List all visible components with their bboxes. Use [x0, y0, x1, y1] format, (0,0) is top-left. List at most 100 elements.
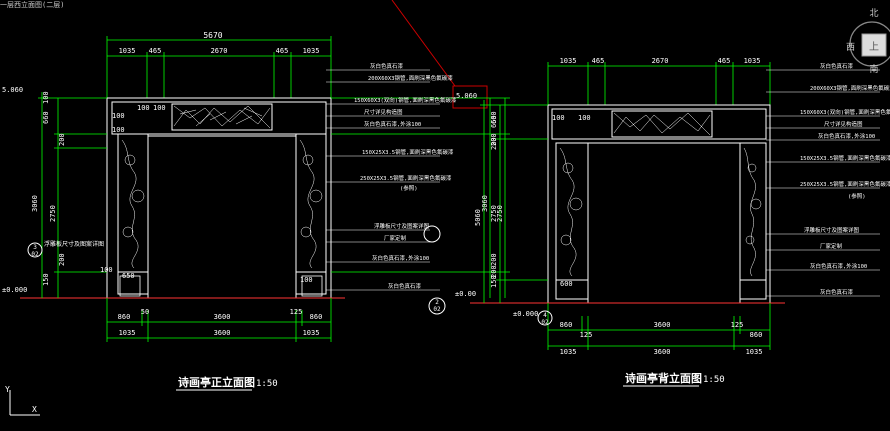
rear-bottom-dim-6: 1035 — [560, 348, 577, 356]
front-left-note: 浮雕板尺寸及图案详图 — [44, 240, 104, 248]
rear-note-11: 灰白色真石漆,外涂100 — [810, 262, 867, 270]
rear-bottom-dim-labels: 860 125 3600 125 860 1035 3600 1035 — [560, 321, 763, 356]
rear-top-dim-2: 465 — [592, 57, 605, 65]
viewcube-top-label[interactable]: 上 — [869, 41, 879, 53]
rear-bottom-dim-5: 860 — [750, 331, 763, 339]
front-note-5: 灰白色真石漆,外涂100 — [364, 120, 421, 128]
front-plinths — [119, 275, 323, 297]
top-dimension-lines — [106, 36, 332, 98]
front-bottom-dim-8: 1035 — [303, 329, 320, 337]
rear-note-9: 浮雕板尺寸及图案详图 — [804, 226, 860, 234]
ucs-x-label: X — [32, 405, 37, 414]
front-left-dim-9: 200 — [58, 253, 66, 266]
rear-note-5: 灰白色真石漆,外涂100 — [818, 132, 875, 140]
front-bottom-dim-7: 3600 — [214, 329, 231, 337]
front-top-segment-labels: 1035 465 2670 465 1035 — [119, 47, 320, 55]
front-inner-dim-labels: 100 100 100 650 100 — [112, 104, 313, 284]
front-inner-dim-1: 100 — [112, 126, 125, 134]
rear-annotation-leaders — [766, 69, 880, 297]
front-ground-elevation: ±0.000 — [2, 286, 27, 294]
front-bottom-dim-2: 50 — [141, 308, 149, 316]
ucs-y-label: Y — [5, 385, 10, 394]
front-right-dim-1: 660 — [490, 111, 498, 124]
viewcube-west[interactable]: 西 — [846, 42, 855, 53]
front-note-4: 尺寸详见构造图 — [364, 108, 403, 116]
rear-top-elevation: 5.060 — [456, 92, 477, 100]
front-bottom-dim-3: 3600 — [214, 313, 231, 321]
viewcube-top-face[interactable] — [861, 33, 887, 57]
front-note-11: 灰白色真石漆,外涂100 — [372, 254, 429, 262]
front-elevation-drawing — [20, 36, 510, 342]
front-left-dim-4: 200 — [58, 133, 66, 146]
front-left-dim-labels: 100 660 100 200 3060 2750 150 100 200 — [31, 91, 125, 286]
front-right-ground-elevation: ±0.00 — [455, 290, 476, 298]
front-inner-dim-4: 650 — [122, 272, 135, 280]
front-right-dim-6: 150 — [490, 275, 498, 288]
front-right-dim-5: 200 — [490, 253, 498, 266]
front-note-9: 浮雕板尺寸及图案详图 — [374, 222, 430, 230]
front-right-dim-lines — [331, 97, 510, 298]
rear-top-dim-1: 1035 — [560, 57, 577, 65]
rear-inner-dim-2: 600 — [560, 280, 573, 288]
front-relief-carvings — [121, 139, 323, 269]
viewcube[interactable]: 北 西 上 南 — [842, 4, 890, 74]
rear-bottom-dim-1: 860 — [560, 321, 573, 329]
front-right-callout-den: 02 — [433, 306, 441, 313]
rear-inner-dim-labels: 100 600 100 — [552, 114, 591, 288]
front-bottom-dim-1: 860 — [118, 313, 131, 321]
front-note-12: 灰白色真石漆 — [388, 282, 422, 290]
front-bottom-dim-labels: 860 50 3600 125 860 1035 3600 1035 — [118, 308, 323, 337]
front-right-dim-4: 2750 — [496, 205, 504, 222]
ucs-axis-icon — [9, 390, 40, 416]
rear-bottom-dim-7: 3600 — [654, 348, 671, 356]
rear-callout-circle — [537, 310, 553, 326]
rear-lattice-panel — [613, 112, 711, 136]
rear-top-dim-5: 1035 — [744, 57, 761, 65]
rear-top-dim-4: 465 — [718, 57, 731, 65]
front-bottom-dim-5: 860 — [310, 313, 323, 321]
front-note-1: 灰白色真石漆 — [370, 62, 404, 70]
front-top-dim-5: 1035 — [303, 47, 320, 55]
front-top-dim-2: 465 — [149, 47, 162, 55]
front-note-2: 200X60X3钢管,面刷深黑色氟碳漆 — [368, 74, 453, 82]
rear-inner-dim-3: 100 — [578, 114, 591, 122]
front-left-dim-lines — [38, 92, 107, 298]
front-inner-dim-5: 100 — [300, 276, 313, 284]
rear-note-12: 灰白色真石漆 — [820, 288, 854, 296]
rear-elevation-drawing — [470, 62, 880, 350]
rear-note-4: 尺寸详见构造图 — [824, 120, 863, 128]
drawing-tab-title[interactable]: 一层西立面图(二层) — [0, 1, 65, 9]
front-callout-circles — [27, 225, 446, 315]
front-right-dim-3: 3060 — [481, 195, 489, 212]
rear-view-title: 诗画亭背立面图 — [625, 371, 702, 385]
viewcube-north[interactable]: 北 — [869, 8, 878, 19]
front-note-10: 厂家定制 — [384, 234, 407, 242]
rear-top-dim-lines — [547, 62, 771, 105]
front-left-dim-1: 100 — [42, 91, 50, 104]
front-left-dim-5: 3060 — [31, 195, 39, 212]
front-overall-width: 5670 — [203, 31, 222, 40]
rear-left-dim-labels: 5060 660 200 2750 200 — [474, 115, 498, 278]
front-note-3: 150X60X3(双向)钢管,面刷深黑色氟碳漆 — [354, 96, 457, 104]
front-left-dim-3: 100 — [112, 112, 125, 120]
front-left-callout-den: 02 — [31, 251, 39, 258]
front-bottom-dim-4: 125 — [290, 308, 303, 316]
front-bottom-dim-lines — [106, 298, 332, 342]
rear-left-dim-5: 200 — [490, 265, 498, 278]
rear-callout-den: 02 — [541, 319, 549, 326]
rear-left-dim-1: 5060 — [474, 209, 482, 226]
red-selection-box — [452, 85, 488, 109]
front-inner-dim-3: 100 — [153, 104, 166, 112]
rear-left-dim-3: 200 — [490, 137, 498, 150]
rear-bottom-dim-lines — [547, 303, 771, 350]
red-guide-line — [391, 0, 456, 87]
viewcube-compass-ring[interactable] — [849, 21, 890, 67]
front-left-dim-8: 100 — [100, 266, 113, 274]
front-left-callout-num: 3 — [33, 244, 37, 251]
viewcube-south[interactable]: 南 — [869, 63, 878, 74]
front-view-title: 诗画亭正立面图 — [178, 375, 255, 389]
rear-note-3: 150X60X3(双向)钢管,面刷深黑色氟碳漆 — [800, 108, 890, 116]
rear-note-7: 250X25X3.5钢管,面刷深黑色氟碳漆 — [800, 180, 890, 188]
